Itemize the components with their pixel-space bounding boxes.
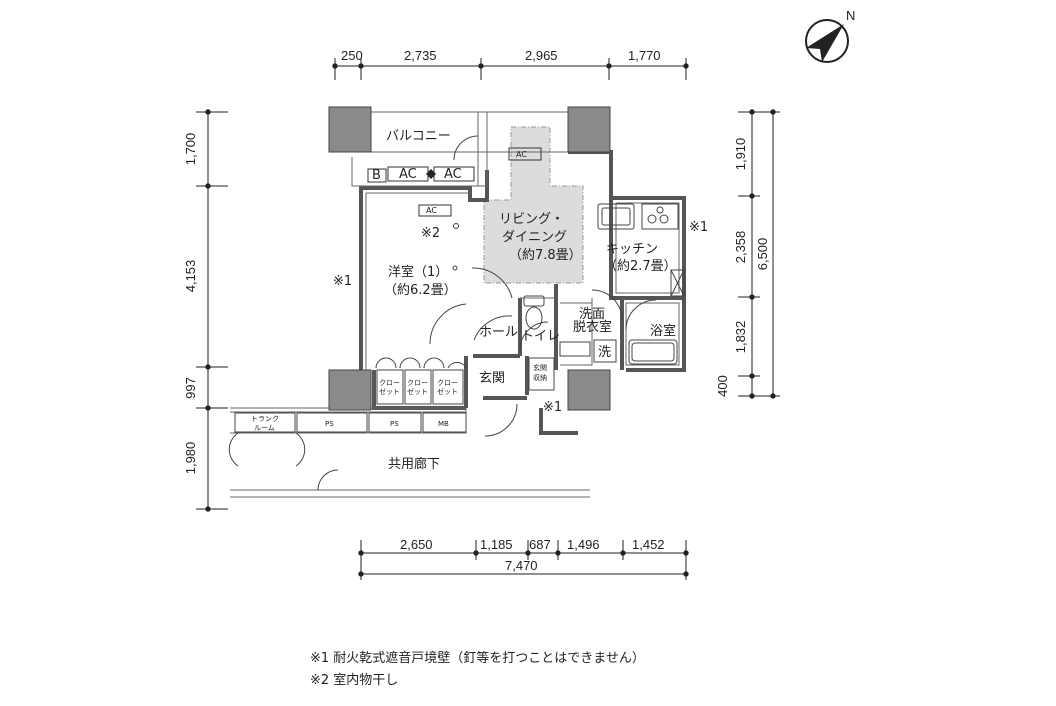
washroom-label-2: 脱衣室 — [573, 319, 612, 335]
mb-label: MB — [438, 420, 449, 428]
note-2: ※2 室内物干し — [310, 673, 399, 688]
western-room-area: （約6.2畳） — [384, 283, 457, 298]
living-area: （約7.8畳） — [509, 248, 582, 263]
closet-boxes — [234, 357, 555, 433]
dim-top-1: 2,735 — [404, 48, 437, 63]
kitchen-area: （約2.7畳） — [604, 259, 677, 274]
closet-2-label-2: ゼット — [407, 387, 428, 396]
bottom-dimension-line — [358, 540, 689, 580]
trunk-room-label-1: トランク — [251, 415, 279, 423]
valve-icon — [426, 169, 436, 179]
toilet-label: トイレ — [521, 329, 560, 344]
north-label: N — [846, 8, 855, 23]
ac-label-living: AC — [516, 150, 527, 159]
drying-mark: ※2 — [421, 226, 440, 241]
dim-left-2: 997 — [183, 377, 198, 399]
washroom-label-1: 洗面 — [579, 307, 605, 322]
dim-bottom-0: 2,650 — [400, 537, 433, 552]
western-room-label: 洋室（1） — [388, 264, 448, 280]
structural-columns — [328, 106, 611, 411]
closet-3-label-1: クロー — [437, 379, 458, 387]
wall-mark-bottom: ※1 — [543, 400, 562, 415]
hall-label: ホール — [479, 325, 518, 340]
door-swings — [228, 135, 657, 491]
dim-bottom-3: 1,496 — [567, 537, 600, 552]
closet-3-label-2: ゼット — [437, 387, 458, 396]
ps-label-2: PS — [390, 420, 399, 428]
living-label-2: ダイニング — [502, 230, 567, 245]
living-label-1: リビング・ — [499, 212, 564, 227]
dim-bottom-total: 7,470 — [505, 558, 538, 573]
note-1: ※1 耐火乾式遮音戸境壁（釘等を打つことはできません） — [310, 651, 645, 666]
dim-right-3: 400 — [715, 375, 730, 397]
closet-2-label-1: クロー — [407, 379, 428, 387]
dim-left-3: 1,980 — [183, 442, 198, 475]
dim-bottom-4: 1,452 — [632, 537, 665, 552]
kitchen-label: キッチン — [606, 242, 658, 257]
closet-1-label-1: クロー — [379, 379, 400, 387]
entrance-storage-label-2: 収納 — [533, 373, 547, 382]
dim-top-3: 1,770 — [628, 48, 661, 63]
dim-right-total: 6,500 — [755, 238, 770, 271]
toilet-fixture — [523, 295, 545, 330]
balcony-label: バルコニー — [386, 129, 451, 144]
dim-top-0: 250 — [341, 48, 363, 63]
ac-label-balcony-1: AC — [399, 167, 417, 182]
ac-label-western: AC — [426, 206, 437, 215]
wall-mark-left: ※1 — [333, 274, 352, 289]
drying-hook-icon — [453, 223, 459, 229]
closet-1-label-2: ゼット — [379, 387, 400, 396]
north-arrow-icon: N — [805, 8, 855, 63]
washer-label: 洗 — [598, 345, 611, 360]
left-dimension-line — [196, 109, 228, 512]
b-label: B — [372, 168, 381, 183]
dim-bottom-2: 687 — [529, 537, 551, 552]
top-dimension-line — [332, 58, 689, 80]
ps-label-1: PS — [325, 420, 334, 428]
dim-left-0: 1,700 — [183, 133, 198, 166]
wall-mark-right: ※1 — [689, 220, 708, 235]
dim-top-2: 2,965 — [525, 48, 558, 63]
dim-left-1: 4,153 — [183, 260, 198, 293]
entrance-label: 玄関 — [479, 371, 505, 386]
bathroom-label: 浴室 — [650, 323, 676, 339]
western-room-marker-icon — [452, 265, 458, 271]
dim-bottom-1: 1,185 — [480, 537, 513, 552]
dim-right-2: 1,832 — [733, 321, 748, 354]
entrance-storage-label-1: 玄関 — [533, 363, 547, 372]
living-dining-area — [483, 126, 584, 284]
dim-right-0: 1,910 — [733, 138, 748, 171]
kitchen-counter — [597, 203, 685, 297]
bath-fixtures — [559, 339, 678, 365]
ac-label-balcony-2: AC — [444, 167, 462, 182]
trunk-room-label-2: ルーム — [254, 424, 275, 432]
dim-right-1: 2,358 — [733, 231, 748, 264]
corridor-label: 共用廊下 — [388, 456, 440, 472]
right-dimension-line — [738, 109, 780, 399]
